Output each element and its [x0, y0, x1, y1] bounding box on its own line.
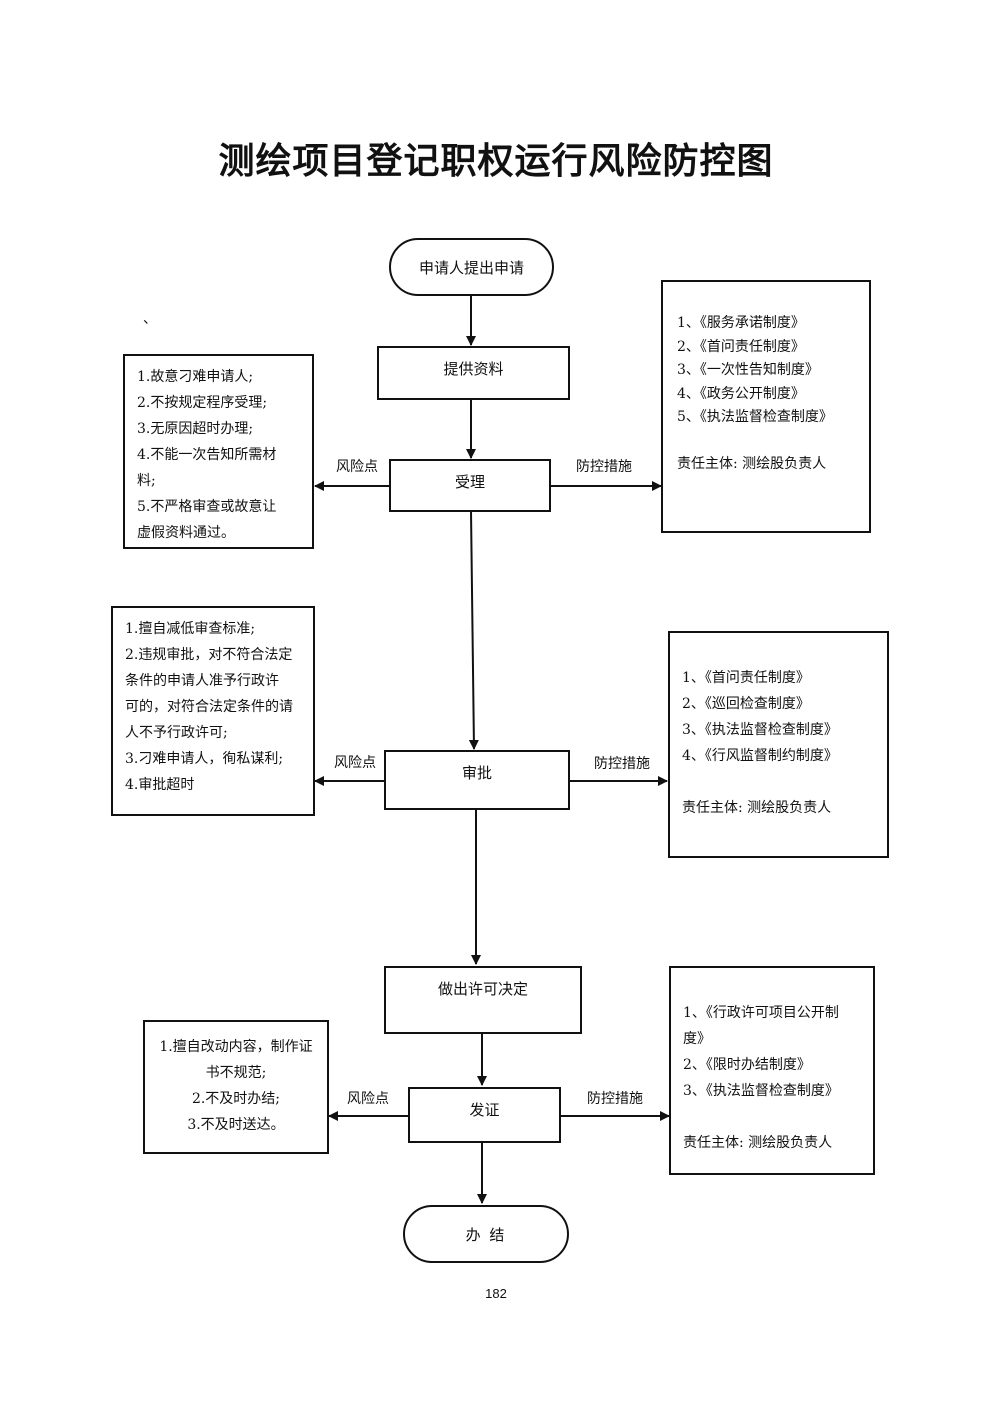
issue-control-box: 1、《行政许可项目公开制 度》 2、《限时办结制度》 3、《执法监督检查制度》 …	[669, 966, 875, 1175]
issue-certificate-node: 发证	[408, 1087, 561, 1143]
approve-control-label: 防控措施	[594, 756, 650, 772]
accept-risk-box: 1.故意刁难申请人; 2.不按规定程序受理; 3.无原因超时办理; 4.不能一次…	[123, 354, 314, 549]
control-item: 4、《行风监督制约制度》	[682, 748, 838, 764]
approve-risk-label: 风险点	[334, 755, 376, 771]
control-item: 1、《首问责任制度》	[682, 670, 810, 686]
end-node: 办 结	[403, 1205, 569, 1263]
risk-item: 1.擅自改动内容，制作证	[159, 1039, 313, 1055]
approve-node: 审批	[384, 750, 570, 810]
control-item: 3、《执法监督检查制度》	[683, 1083, 839, 1099]
risk-item: 4.审批超时	[125, 777, 195, 793]
risk-item: 5.不严格审查或故意让	[137, 499, 277, 515]
accept-risk-label: 风险点	[336, 459, 378, 475]
risk-item: 2.不按规定程序受理;	[137, 395, 268, 411]
responsible-owner: 责任主体: 测绘股负责人	[683, 1135, 833, 1151]
risk-item: 2.不及时办结;	[191, 1091, 281, 1107]
issue-control-label: 防控措施	[587, 1091, 643, 1107]
start-node: 申请人提出申请	[389, 238, 554, 296]
control-item: 3、《一次性告知制度》	[677, 362, 819, 378]
accept-node: 受理	[389, 459, 551, 512]
control-item: 2、《限时办结制度》	[683, 1057, 811, 1073]
risk-item: 1.擅自减低审查标准;	[125, 621, 256, 637]
accept-control-box: 1、《服务承诺制度》 2、《首问责任制度》 3、《一次性告知制度》 4、《政务公…	[661, 280, 871, 533]
risk-item: 1.故意刁难申请人;	[137, 369, 254, 385]
control-item: 1、《行政许可项目公开制	[683, 1005, 839, 1021]
risk-item: 3.无原因超时办理;	[137, 421, 254, 437]
risk-item: 3.刁难申请人，徇私谋利;	[125, 751, 284, 767]
approve-control-box: 1、《首问责任制度》 2、《巡回检查制度》 3、《执法监督检查制度》 4、《行风…	[668, 631, 889, 858]
arrow-accept-to-approve	[468, 510, 479, 750]
control-item: 4、《政务公开制度》	[677, 385, 805, 402]
risk-item: 3.不及时送达。	[187, 1117, 285, 1133]
risk-item: 4.不能一次告知所需材	[137, 447, 277, 463]
decision-node: 做出许可决定	[384, 966, 582, 1034]
page-title: 测绘项目登记职权运行风险防控图	[218, 140, 774, 182]
risk-item: 料;	[137, 473, 156, 489]
control-item: 2、《巡回检查制度》	[682, 696, 810, 712]
risk-item: 虚假资料通过。	[137, 525, 235, 541]
risk-item: 条件的申请人准予行政许	[125, 673, 279, 689]
responsible-owner: 责任主体: 测绘股负责人	[677, 455, 827, 472]
risk-item: 可的，对符合法定条件的请	[125, 699, 293, 715]
provide-materials-node: 提供资料	[377, 346, 570, 400]
risk-item: 书不规范;	[205, 1065, 267, 1081]
responsible-owner: 责任主体: 测绘股负责人	[682, 800, 832, 816]
accept-control-label: 防控措施	[576, 459, 632, 475]
issue-risk-box: 1.擅自改动内容，制作证 书不规范; 2.不及时办结; 3.不及时送达。	[143, 1020, 329, 1154]
control-item: 3、《执法监督检查制度》	[682, 722, 838, 738]
page-number: 182	[485, 1286, 507, 1301]
risk-item: 人不予行政许可;	[125, 725, 228, 741]
issue-risk-label: 风险点	[347, 1091, 389, 1107]
stray-mark: 、	[143, 311, 157, 327]
control-item: 1、《服务承诺制度》	[677, 315, 805, 331]
risk-item: 2.违规审批，对不符合法定	[125, 647, 293, 663]
control-item: 2、《首问责任制度》	[677, 338, 805, 355]
approve-risk-box: 1.擅自减低审查标准; 2.违规审批，对不符合法定 条件的申请人准予行政许 可的…	[111, 606, 315, 816]
control-item: 度》	[683, 1031, 711, 1047]
control-item: 5、《执法监督检查制度》	[677, 409, 833, 425]
